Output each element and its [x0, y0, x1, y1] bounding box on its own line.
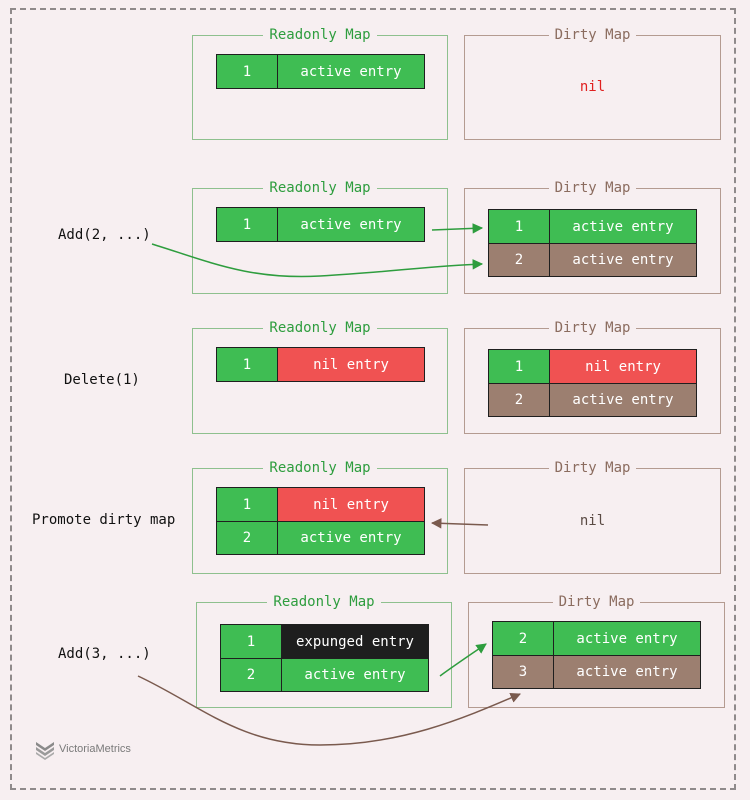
dirty-map-title: Dirty Map — [548, 27, 637, 43]
readonly-table-step-5: 1 expunged entry 2 active entry — [220, 624, 429, 692]
readonly-map-title: Readonly Map — [267, 594, 381, 610]
copy-arrow-step-5 — [439, 643, 487, 677]
readonly-map-title: Readonly Map — [263, 180, 377, 196]
dirty-map-step-3: Dirty Map — [464, 320, 721, 434]
entry-value: active entry — [278, 522, 424, 554]
readonly-table-step-2: 1 active entry — [216, 207, 425, 242]
entry-value: active entry — [278, 208, 424, 241]
table-row: 1 expunged entry — [221, 625, 428, 658]
victoriametrics-logo: VictoriaMetrics — [34, 738, 131, 760]
entry-key: 1 — [217, 55, 278, 88]
entry-value: active entry — [278, 55, 424, 88]
table-row: 1 active entry — [217, 55, 424, 88]
entry-value: nil entry — [278, 488, 424, 521]
entry-key: 1 — [221, 625, 282, 658]
readonly-table-step-3: 1 nil entry — [216, 347, 425, 382]
logo-text: VictoriaMetrics — [59, 743, 131, 755]
entry-key: 1 — [217, 348, 278, 381]
dirty-table-step-3: 1 nil entry 2 active entry — [488, 349, 697, 417]
dirty-map-step-4: Dirty Map — [464, 460, 721, 574]
readonly-map-step-3: Readonly Map — [192, 320, 448, 434]
entry-key: 1 — [217, 488, 278, 521]
entry-value: expunged entry — [282, 625, 428, 658]
dirty-map-nil: nil — [579, 513, 606, 529]
table-row: 3 active entry — [493, 655, 700, 688]
dirty-map-title: Dirty Map — [548, 460, 637, 476]
entry-value: nil entry — [278, 348, 424, 381]
operation-label-promote: Promote dirty map — [32, 512, 176, 528]
readonly-table-step-1: 1 active entry — [216, 54, 425, 89]
dirty-map-title: Dirty Map — [548, 180, 637, 196]
dirty-map-title: Dirty Map — [552, 594, 641, 610]
entry-value: active entry — [554, 656, 700, 688]
dirty-map-step-5: Dirty Map — [468, 594, 725, 708]
diagram-border — [10, 8, 736, 790]
readonly-map-step-2: Readonly Map — [192, 180, 448, 294]
readonly-map-title: Readonly Map — [263, 460, 377, 476]
add-3-arrow — [137, 675, 521, 746]
readonly-map-step-1: Readonly Map — [192, 27, 448, 140]
readonly-map-title: Readonly Map — [263, 27, 377, 43]
entry-key: 2 — [221, 659, 282, 691]
entry-key: 3 — [493, 656, 554, 688]
add-2-arrow — [151, 243, 484, 278]
operation-label-add-3: Add(3, ...) — [58, 646, 151, 662]
table-row: 1 nil entry — [489, 350, 696, 383]
operation-label-delete-1: Delete(1) — [64, 372, 140, 388]
promote-arrow — [430, 518, 489, 529]
entry-key: 1 — [489, 210, 550, 243]
entry-key: 1 — [489, 350, 550, 383]
dirty-map-step-1: Dirty Map — [464, 27, 721, 140]
readonly-map-title: Readonly Map — [263, 320, 377, 336]
operation-label-add-2: Add(2, ...) — [58, 227, 151, 243]
victoriametrics-logo-icon — [36, 742, 54, 760]
table-row: 2 active entry — [489, 243, 696, 276]
table-row: 2 active entry — [489, 383, 696, 416]
entry-value: active entry — [550, 384, 696, 416]
table-row: 2 active entry — [217, 521, 424, 554]
entry-key: 1 — [217, 208, 278, 241]
readonly-table-step-4: 1 nil entry 2 active entry — [216, 487, 425, 555]
entry-value: active entry — [282, 659, 428, 691]
readonly-map-step-4: Readonly Map — [192, 460, 448, 574]
copy-arrow — [431, 223, 484, 234]
table-row: 2 active entry — [221, 658, 428, 691]
table-row: 1 nil entry — [217, 488, 424, 521]
table-row: 2 active entry — [493, 622, 700, 655]
entry-key: 2 — [217, 522, 278, 554]
entry-value: active entry — [550, 244, 696, 276]
table-row: 1 active entry — [489, 210, 696, 243]
entry-value: active entry — [554, 622, 700, 655]
entry-value: active entry — [550, 210, 696, 243]
dirty-table-step-2: 1 active entry 2 active entry — [488, 209, 697, 277]
dirty-map-nil: nil — [579, 79, 606, 95]
dirty-table-step-5: 2 active entry 3 active entry — [492, 621, 701, 689]
entry-key: 2 — [489, 244, 550, 276]
entry-key: 2 — [489, 384, 550, 416]
dirty-map-title: Dirty Map — [548, 320, 637, 336]
entry-key: 2 — [493, 622, 554, 655]
entry-value: nil entry — [550, 350, 696, 383]
dirty-map-step-2: Dirty Map — [464, 180, 721, 294]
readonly-map-step-5: Readonly Map — [196, 594, 452, 708]
table-row: 1 active entry — [217, 208, 424, 241]
table-row: 1 nil entry — [217, 348, 424, 381]
